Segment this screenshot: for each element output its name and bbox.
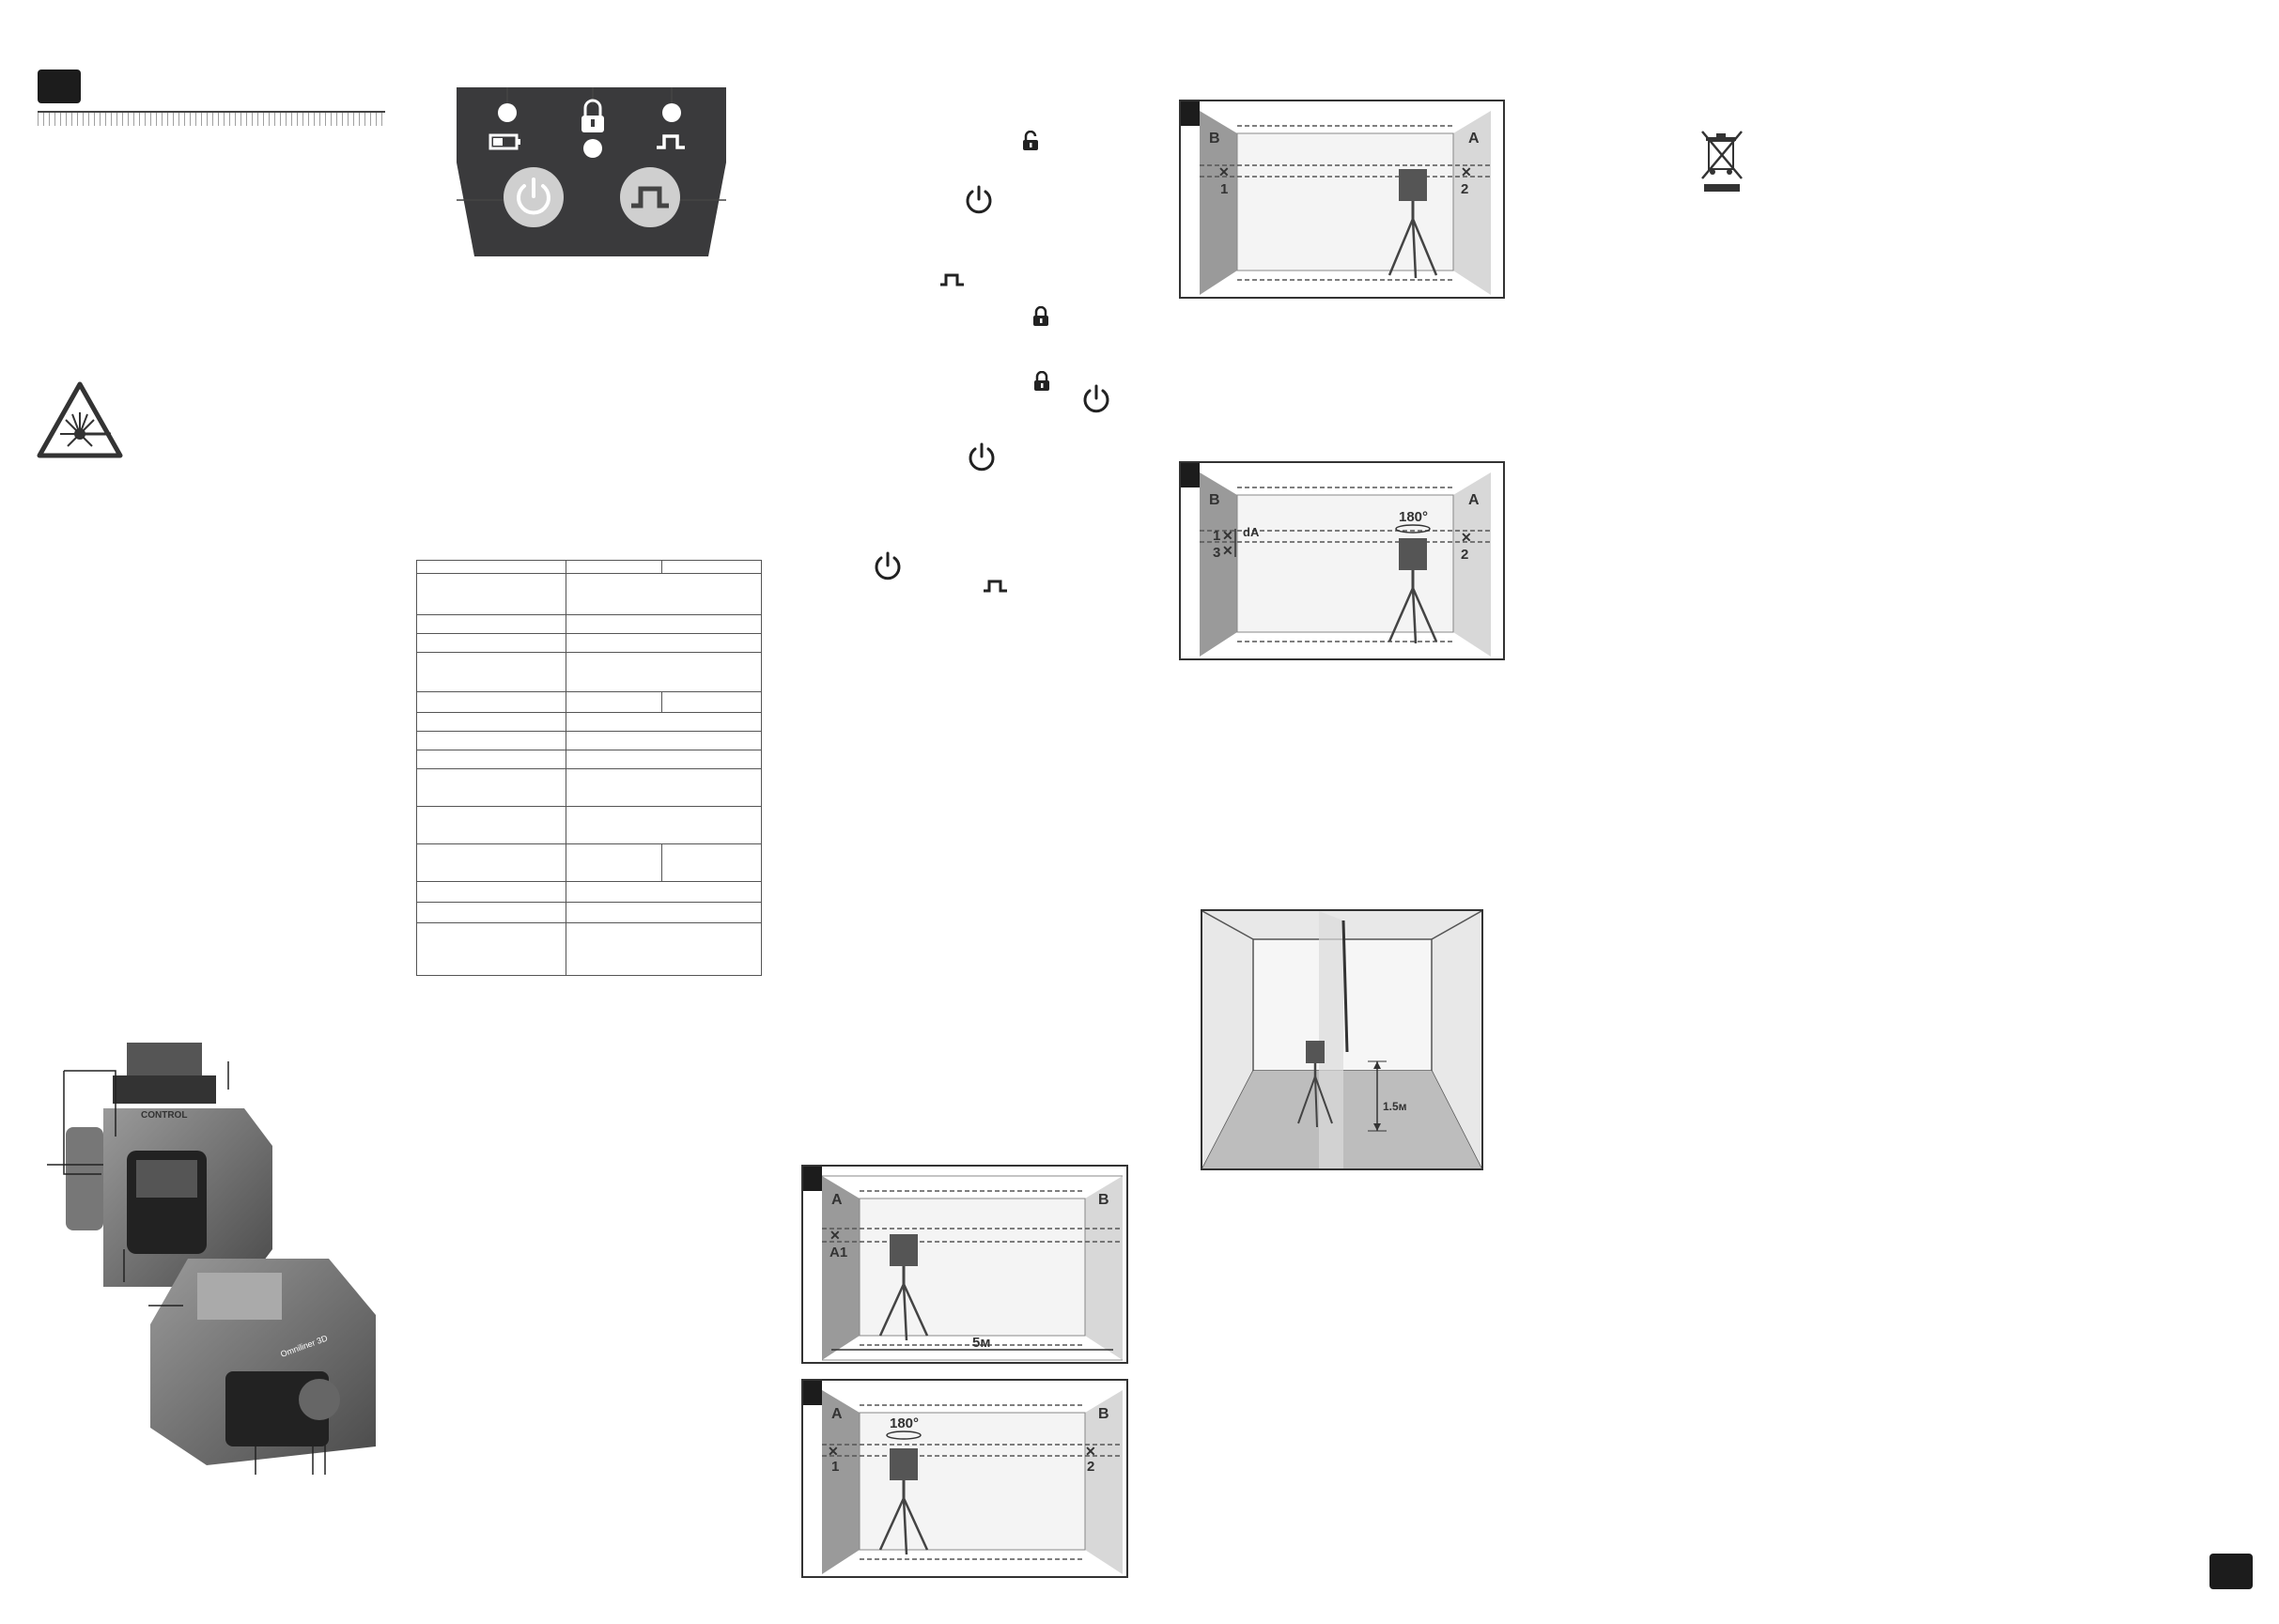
lock-icon bbox=[1034, 371, 1049, 391]
power-icon bbox=[966, 185, 992, 214]
distance-label: 5м bbox=[972, 1335, 990, 1351]
pulse-icon bbox=[940, 273, 964, 286]
rotation-label: 180° bbox=[890, 1415, 919, 1431]
pulse-icon bbox=[657, 134, 685, 149]
pulse-icon bbox=[631, 186, 669, 209]
laser-warning-icon bbox=[37, 381, 123, 458]
wall-label-a: A bbox=[831, 1192, 843, 1208]
brand-label: CONTROL bbox=[141, 1110, 187, 1121]
pulse-icon bbox=[984, 580, 1007, 593]
control-panel-body bbox=[434, 76, 736, 256]
svg-text:B: B bbox=[1209, 131, 1220, 147]
svg-text:A: A bbox=[1468, 131, 1480, 147]
figure-4: 180° B A 1 ✕ 3 ✕ dA ✕ 2 bbox=[1179, 461, 1505, 660]
svg-text:✕: ✕ bbox=[828, 1444, 839, 1459]
svg-text:✕: ✕ bbox=[1222, 543, 1233, 558]
lock-icon bbox=[581, 99, 604, 132]
figure-2: 180° A B ✕ 1 ✕ 2 bbox=[801, 1379, 1128, 1578]
svg-text:1: 1 bbox=[1213, 528, 1220, 544]
mark-a1: A1 bbox=[829, 1245, 847, 1261]
lock-icon bbox=[1033, 306, 1048, 326]
svg-text:✕: ✕ bbox=[829, 1228, 841, 1243]
svg-text:B: B bbox=[1209, 492, 1220, 508]
weee-bin-icon bbox=[1701, 131, 1743, 192]
mark-2: 2 bbox=[1087, 1459, 1094, 1475]
figure-number bbox=[1181, 101, 1200, 126]
svg-text:✕: ✕ bbox=[1222, 528, 1233, 543]
battery-led bbox=[498, 103, 517, 122]
svg-text:✕: ✕ bbox=[1085, 1444, 1096, 1459]
figure-1: A B ✕ A1 5м bbox=[801, 1165, 1128, 1364]
svg-text:✕: ✕ bbox=[1461, 164, 1472, 179]
wall-label-b: B bbox=[1098, 1192, 1109, 1208]
mark-1: 1 bbox=[831, 1459, 839, 1475]
figure-number bbox=[803, 1167, 822, 1191]
tripod bbox=[878, 1448, 929, 1555]
svg-text:✕: ✕ bbox=[1218, 164, 1230, 179]
tripod bbox=[1388, 538, 1438, 644]
section-tab-left bbox=[38, 70, 81, 103]
device-illustration: CONTROL Omniliner 3D bbox=[47, 1043, 376, 1475]
figure-number bbox=[803, 1381, 822, 1405]
power-icon bbox=[1083, 384, 1109, 413]
svg-text:3: 3 bbox=[1213, 545, 1220, 561]
svg-text:A: A bbox=[831, 1406, 843, 1422]
power-icon bbox=[517, 178, 550, 215]
svg-text:2: 2 bbox=[1461, 547, 1468, 563]
ruler-divider bbox=[38, 111, 385, 131]
figure-number bbox=[1181, 463, 1200, 487]
svg-text:180°: 180° bbox=[1399, 509, 1428, 525]
figure-5: 1.5м bbox=[1201, 909, 1483, 1170]
battery-icon bbox=[488, 133, 520, 150]
svg-text:dA: dA bbox=[1243, 525, 1260, 539]
tripod bbox=[1297, 1041, 1333, 1128]
pulse-button bbox=[620, 167, 680, 227]
svg-text:2: 2 bbox=[1461, 181, 1468, 197]
spec-table bbox=[416, 560, 762, 976]
height-label: 1.5м bbox=[1383, 1100, 1407, 1113]
figure-3: B A ✕ 1 ✕ 2 bbox=[1179, 100, 1505, 299]
svg-text:1: 1 bbox=[1220, 181, 1228, 197]
svg-text:A: A bbox=[1468, 492, 1480, 508]
power-icon bbox=[875, 551, 901, 580]
tripod bbox=[1388, 169, 1438, 279]
power-icon bbox=[969, 442, 995, 472]
section-tab-right bbox=[2209, 1554, 2253, 1589]
control-panel bbox=[434, 76, 736, 256]
tripod bbox=[878, 1234, 929, 1341]
pulse-led bbox=[662, 103, 681, 122]
unlock-icon bbox=[1023, 131, 1038, 150]
svg-text:✕: ✕ bbox=[1461, 530, 1472, 545]
lock-led bbox=[583, 139, 602, 158]
svg-text:B: B bbox=[1098, 1406, 1109, 1422]
